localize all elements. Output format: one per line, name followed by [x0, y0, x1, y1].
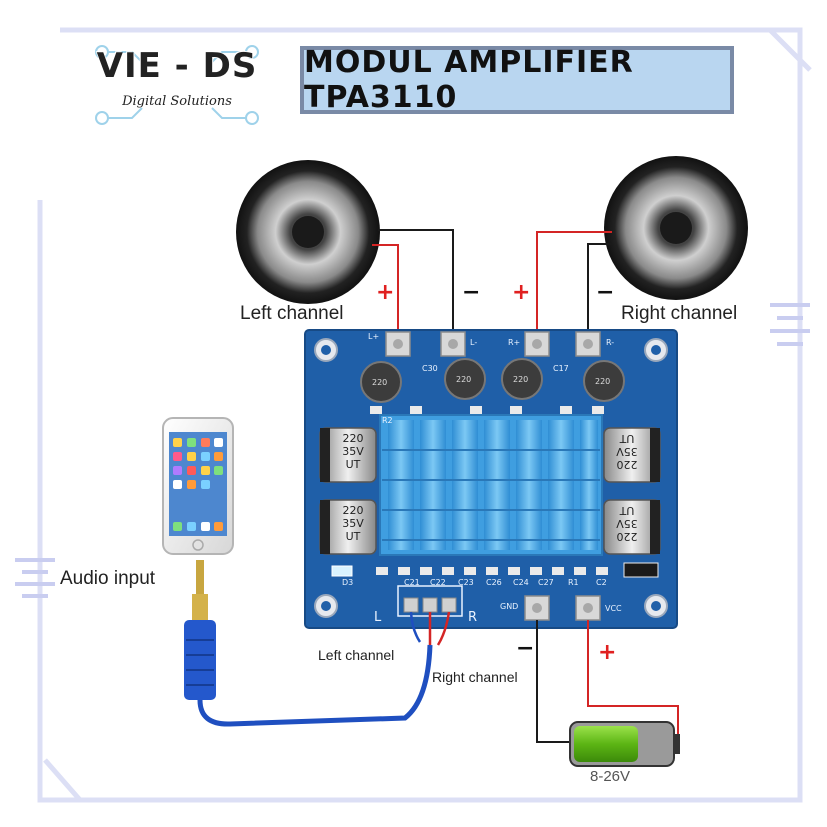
right-plus-wire	[536, 231, 612, 336]
gnd-wire	[536, 620, 572, 743]
right-minus-sign: −	[596, 280, 615, 305]
cap-brand: UT	[619, 432, 635, 445]
left-plus-sign: +	[376, 280, 395, 305]
left-speaker-icon	[236, 160, 380, 304]
cap-brand: UT	[619, 504, 635, 517]
pcb-label-d3: D3	[342, 578, 354, 587]
right-plus-sign: +	[512, 280, 531, 305]
left-plus-wire	[372, 244, 399, 336]
gnd-minus-sign: −	[516, 636, 535, 661]
right-speaker-icon	[604, 156, 748, 300]
input-right-channel-label: Right channel	[432, 669, 518, 685]
audio-cable	[197, 644, 433, 727]
inductor-label-2: 220	[456, 375, 472, 384]
audio-jack-icon	[184, 560, 216, 700]
brand-logo: VIE - DS Digital Solutions	[92, 42, 262, 126]
pcb-label-c30: C30	[422, 364, 438, 373]
right-minus-wire	[587, 243, 612, 336]
cap-voltage: 35V	[342, 445, 364, 458]
left-minus-sign: −	[462, 280, 481, 305]
cap-value: 220	[616, 458, 638, 471]
right-channel-label: Right channel	[621, 303, 738, 324]
pcb-label-c27: C27	[538, 578, 554, 587]
cap-value: 220	[342, 504, 364, 517]
cap-value: 220	[342, 432, 364, 445]
cap-brand: UT	[345, 458, 361, 471]
vcc-plus-sign: +	[598, 640, 617, 665]
audio-input-label: Audio input	[60, 568, 156, 589]
pcb-label-c2: C2	[596, 578, 607, 587]
vcc-wire	[587, 620, 679, 742]
cap-voltage: 35V	[616, 445, 638, 458]
pcb-label-c24: C24	[513, 578, 529, 587]
left-channel-label: Left channel	[240, 303, 344, 324]
pcb-label-l-minus: L-	[470, 338, 478, 347]
left-minus-wire	[378, 229, 454, 336]
pcb-input-r: R	[468, 610, 478, 625]
pcb-vcc-label: VCC	[605, 604, 622, 613]
inductor-label-3: 220	[513, 375, 529, 384]
pcb-label-c22: C22	[430, 578, 446, 587]
page-title: MODUL AMPLIFIER TPA3110	[304, 45, 634, 115]
pcb-label-r-plus: R+	[508, 338, 521, 347]
inductor-label-4: 220	[595, 377, 611, 386]
cap-value: 220	[616, 530, 638, 543]
pcb-label-l-plus: L+	[368, 332, 380, 341]
cap-brand: UT	[345, 530, 361, 543]
smartphone-icon	[162, 417, 234, 555]
pcb-gnd-label: GND	[500, 602, 519, 611]
logo-tagline: Digital Solutions	[122, 94, 232, 109]
pcb-label-r2: R2	[382, 416, 393, 425]
pcb-label-c26: C26	[486, 578, 502, 587]
pcb-input-l: L	[374, 610, 382, 625]
amplifier-pcb	[304, 329, 678, 629]
voltage-label: 8-26V	[590, 768, 631, 785]
circuit-logo-icon	[95, 45, 259, 125]
title-banner: MODUL AMPLIFIER TPA3110	[300, 45, 734, 115]
pcb-label-c17: C17	[553, 364, 569, 373]
pcb-label-c23: C23	[458, 578, 474, 587]
pcb-label-c21: C21	[404, 578, 420, 587]
pcb-label-r-minus: R-	[606, 338, 615, 347]
battery-icon	[569, 721, 680, 767]
cap-voltage: 35V	[616, 517, 638, 530]
input-left-channel-label: Left channel	[318, 647, 395, 663]
logo-brand-text: VIE - DS	[96, 46, 258, 86]
pcb-label-r1: R1	[568, 578, 579, 587]
inductor-label-1: 220	[372, 378, 388, 387]
cap-voltage: 35V	[342, 517, 364, 530]
